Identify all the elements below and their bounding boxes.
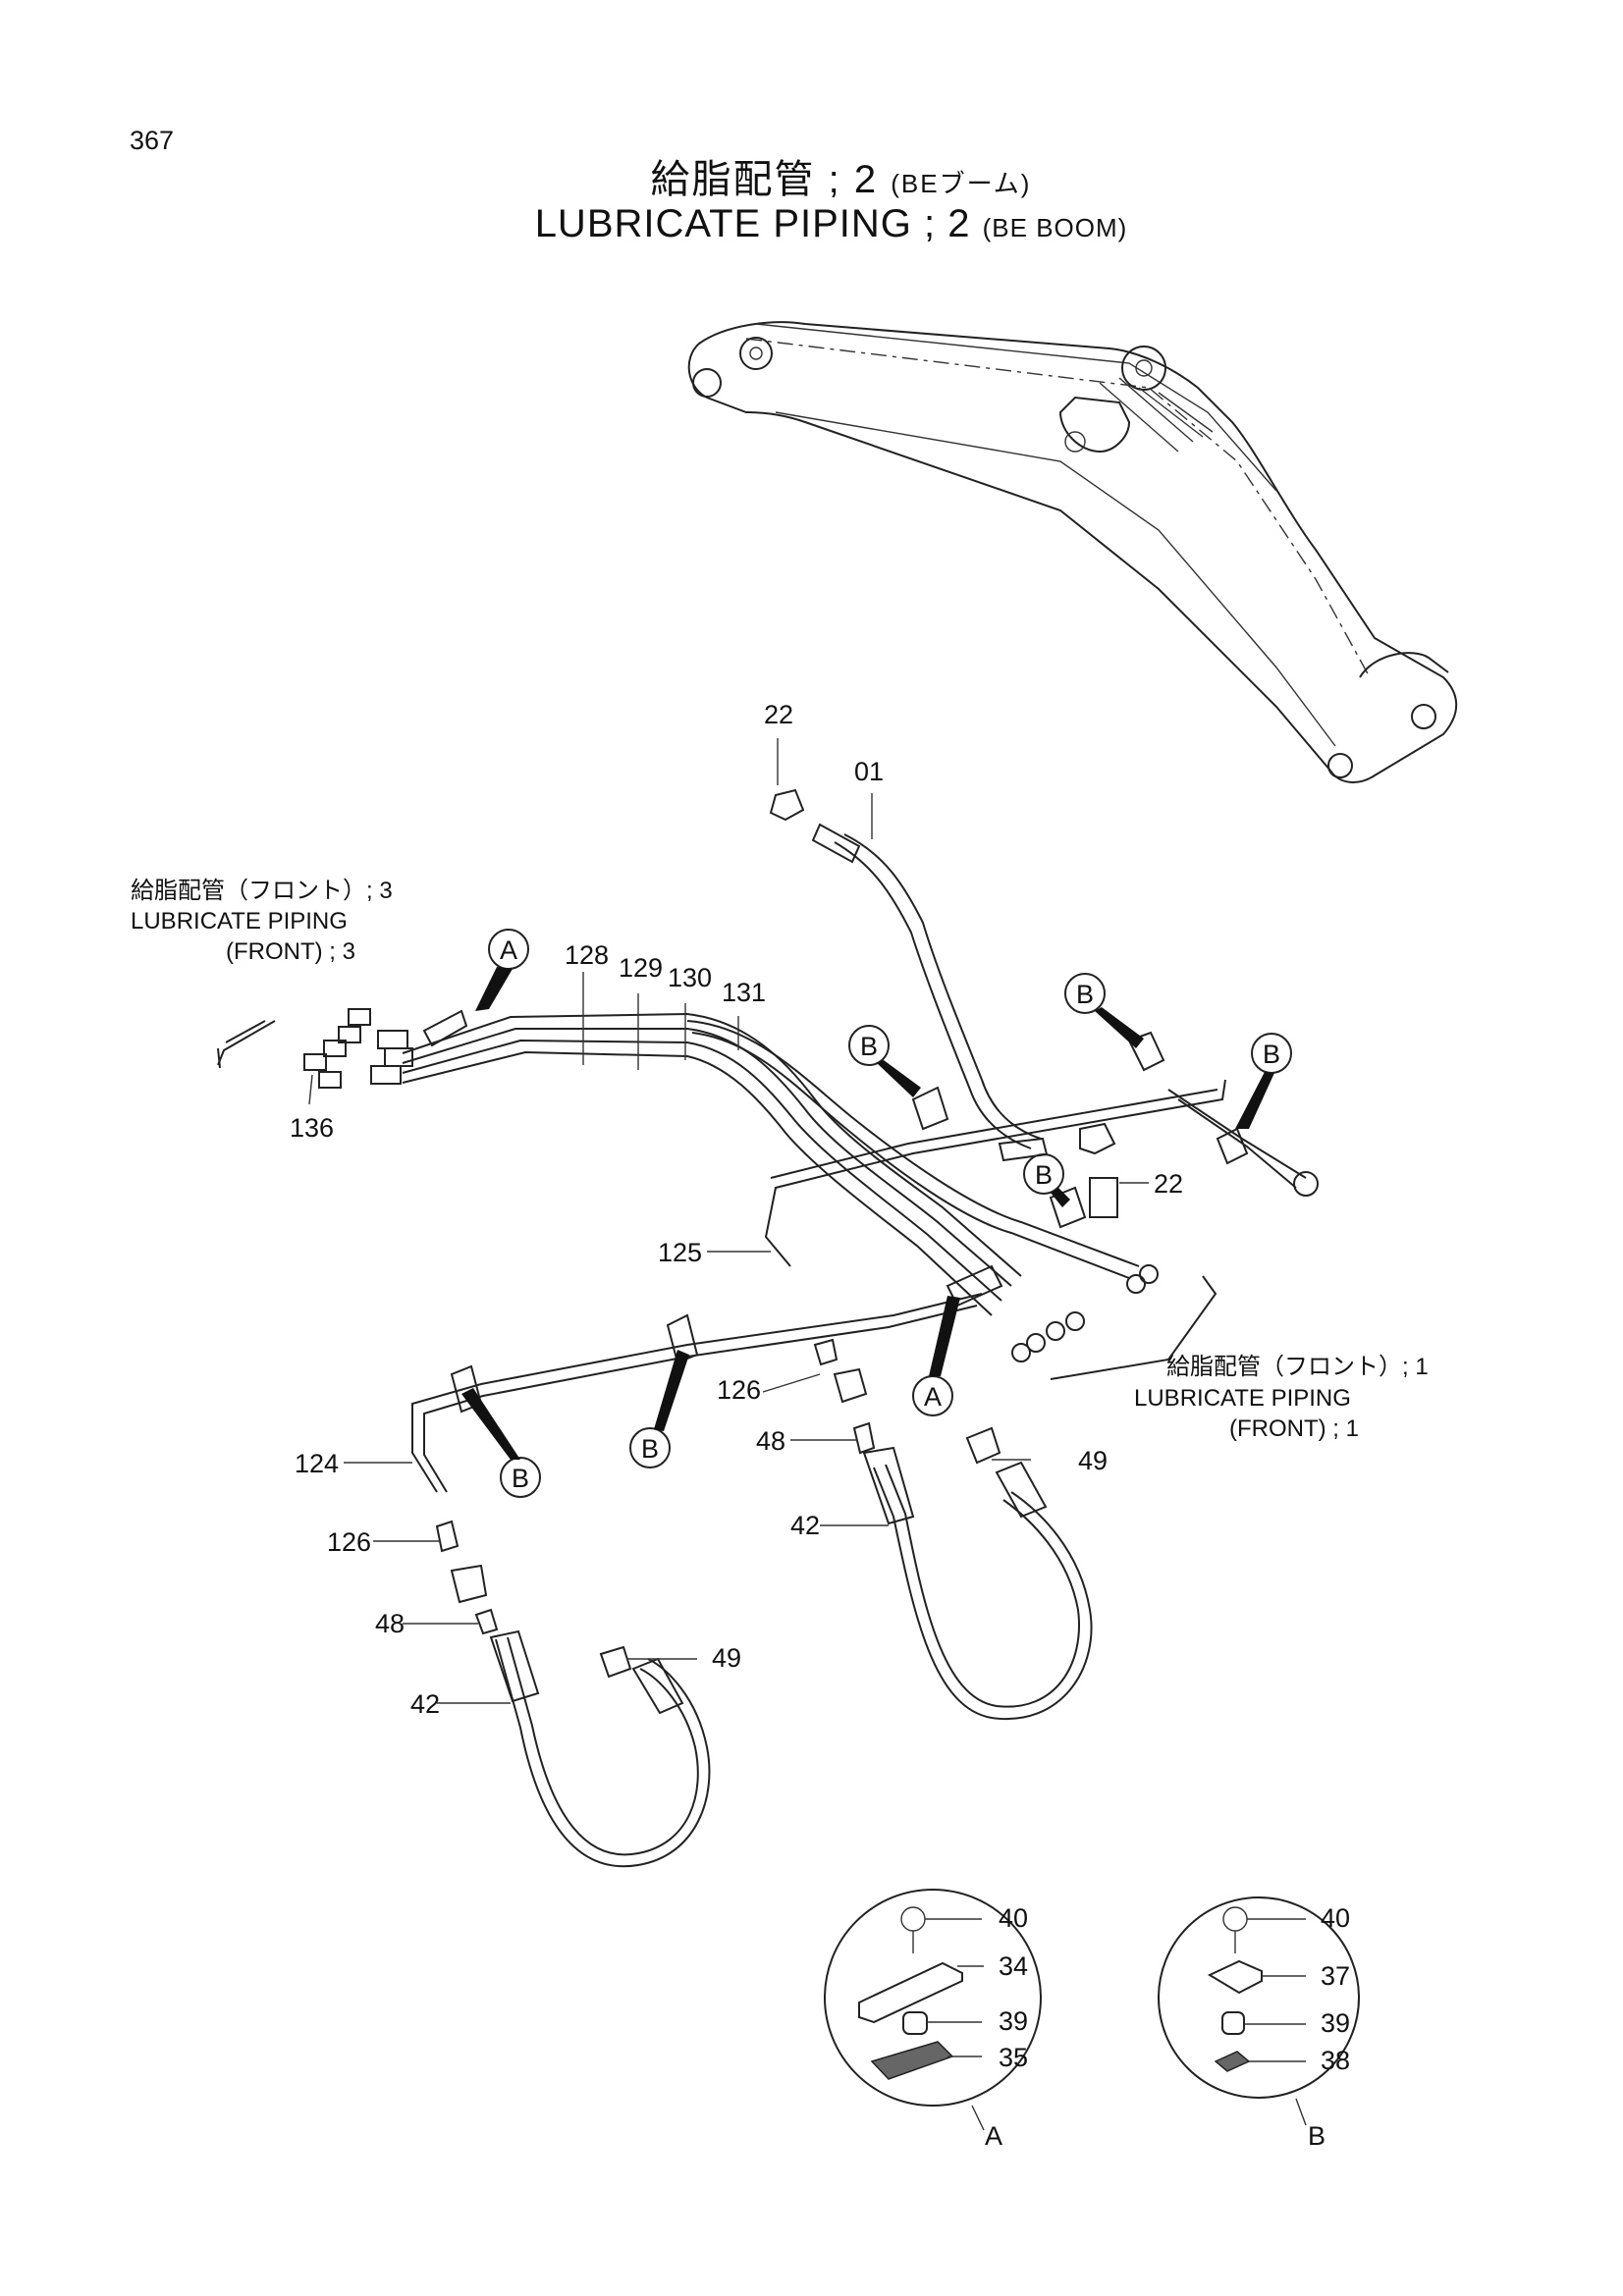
detail-b-part-40: 40 — [1321, 1903, 1350, 1933]
title-jp-sub: (BEブーム) — [891, 169, 1032, 198]
note-front1-jp: 給脂配管（フロント）; 1 — [1166, 1354, 1429, 1380]
part-130: 130 — [668, 963, 712, 992]
part-42-lower: 42 — [410, 1689, 440, 1719]
callout-b-2-label: B — [1076, 980, 1094, 1009]
part-48-lower: 48 — [375, 1609, 405, 1638]
part-136: 136 — [290, 1113, 334, 1143]
title-jp-main: 給脂配管 ; 2 — [650, 158, 879, 201]
part-49-lower: 49 — [712, 1643, 741, 1673]
part-numbers: 22 01 128 129 130 131 136 22 125 126 48 … — [290, 700, 1183, 1719]
callout-b-4-label: B — [1035, 1160, 1053, 1190]
part-128: 128 — [565, 940, 609, 970]
detail-a-part-40: 40 — [999, 1903, 1028, 1933]
detail-a-part-35: 35 — [999, 2043, 1028, 2072]
part-01: 01 — [854, 757, 884, 786]
callout-b-2: B — [1064, 973, 1144, 1048]
callout-b-6-label: B — [512, 1464, 529, 1493]
part-125: 125 — [658, 1238, 702, 1267]
callout-b-1: B — [848, 1025, 921, 1097]
note-front3-en1: LUBRICATE PIPING — [131, 908, 348, 934]
detail-b-part-38: 38 — [1321, 2046, 1350, 2075]
detail-b-part-37: 37 — [1321, 1961, 1350, 1991]
pipe-125 — [764, 1079, 1319, 1267]
fittings — [435, 1122, 1118, 1679]
note-front1: 給脂配管（フロント）; 1 LUBRICATE PIPING (FRONT) ;… — [1134, 1354, 1429, 1442]
detail-b: 40 37 39 38 B — [1158, 1896, 1360, 2151]
callout-b-3-label: B — [1263, 1040, 1280, 1069]
callouts: A B B B B A B — [461, 929, 1292, 1498]
title-en-sub: (BE BOOM) — [982, 213, 1128, 242]
callout-a-top: A — [475, 929, 529, 1011]
boom-drawing — [687, 321, 1458, 783]
detail-a-label: A — [985, 2121, 1002, 2151]
detail-a-part-34: 34 — [999, 1951, 1028, 1981]
part-131: 131 — [722, 978, 766, 1007]
detail-a-part-39: 39 — [999, 2006, 1028, 2036]
callout-b-3: B — [1235, 1033, 1292, 1129]
note-front3: 給脂配管（フロント）; 3 LUBRICATE PIPING (FRONT) ;… — [131, 878, 393, 965]
title-japanese: 給脂配管 ; 2 (BEブーム) — [0, 147, 1623, 204]
callout-b-5: B — [629, 1350, 689, 1468]
part-126-upper: 126 — [717, 1375, 761, 1405]
callout-b-4: B — [1023, 1153, 1070, 1207]
callout-a-bottom: A — [912, 1296, 960, 1416]
part-42-upper: 42 — [790, 1511, 820, 1540]
callout-a-top-label: A — [500, 935, 517, 965]
fitting-group-136 — [217, 1008, 413, 1089]
callout-b-5-label: B — [641, 1434, 659, 1464]
part-22-top: 22 — [764, 700, 793, 729]
pipe-01 — [769, 788, 1049, 1162]
pipe-124 — [411, 1293, 983, 1493]
bracket-front3 — [217, 1020, 266, 1069]
bracket-front1 — [1050, 1275, 1217, 1380]
leader-lines — [308, 738, 1149, 1704]
note-front3-en2: (FRONT) ; 3 — [226, 938, 355, 965]
callout-b-6: B — [461, 1388, 541, 1498]
page-number: 367 — [130, 126, 175, 155]
note-front1-en1: LUBRICATE PIPING — [1134, 1385, 1351, 1412]
main-pipes — [402, 1012, 1159, 1362]
part-22-bottom: 22 — [1154, 1169, 1183, 1199]
part-124: 124 — [295, 1449, 339, 1478]
detail-b-part-39: 39 — [1321, 2008, 1350, 2038]
callout-b-1-label: B — [860, 1032, 878, 1061]
callout-a-bottom-label: A — [924, 1382, 942, 1412]
note-front1-en2: (FRONT) ; 1 — [1229, 1415, 1359, 1442]
part-126-lower: 126 — [327, 1527, 371, 1557]
title-english: LUBRICATE PIPING ; 2 (BE BOOM) — [0, 202, 1623, 246]
part-49-upper: 49 — [1078, 1446, 1108, 1475]
part-48-upper: 48 — [756, 1426, 785, 1456]
detail-a: 40 34 39 35 A — [824, 1889, 1042, 2151]
hoses-42 — [489, 1446, 1093, 1868]
note-front3-jp: 給脂配管（フロント）; 3 — [131, 878, 393, 904]
title-en-main: LUBRICATE PIPING ; 2 — [534, 202, 971, 245]
part-129: 129 — [619, 953, 663, 983]
detail-b-label: B — [1308, 2121, 1325, 2151]
